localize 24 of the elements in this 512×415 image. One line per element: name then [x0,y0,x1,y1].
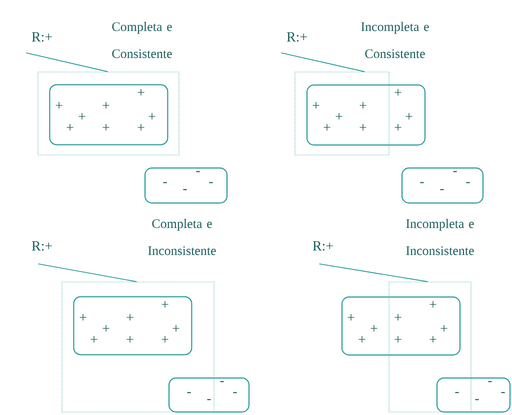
negative-examples-box: - - - - [436,378,510,412]
leader-line [280,52,366,72]
leader-line [26,52,108,72]
positive-examples-box: + + + + + + + + [73,296,192,356]
dotted-frame [294,72,390,156]
dotted-frame [388,282,472,412]
leader-line [318,263,428,282]
negative-examples-box: - - - - [168,378,250,412]
rule-label: R:+ [32,32,52,42]
positive-examples-box: + + + + + + + + [306,84,426,146]
dotted-frame [38,72,180,156]
caption: Incompleta e Consistente [361,22,429,58]
rule-label: R:+ [286,32,307,42]
negative-examples-box: - - - - [144,168,228,204]
dotted-frame [62,282,214,412]
positive-examples-box: + + + + + + + + [342,296,460,356]
positive-examples-box: + + + + + + + + [49,84,168,146]
leader-line [38,263,138,282]
caption: Incompleta e Inconsistente [406,218,474,256]
caption: Completa e Consistente [112,22,172,58]
rule-label: R:+ [312,241,333,251]
negative-examples-box: - - - - [402,168,484,204]
caption: Completa e Inconsistente [148,218,216,256]
rule-label: R:+ [32,241,52,251]
